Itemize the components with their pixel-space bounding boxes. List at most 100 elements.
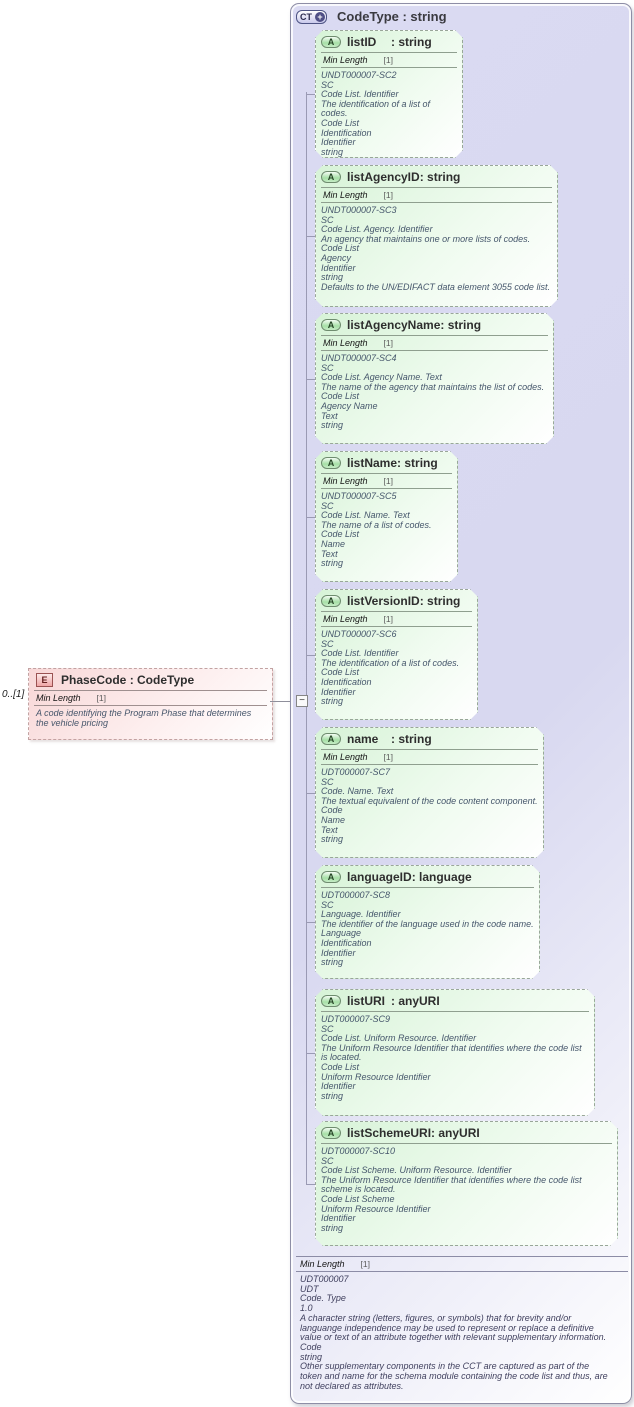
attribute-icon: A: [321, 171, 341, 183]
attribute-icon: A: [321, 871, 341, 883]
annotation-line: The Uniform Resource Identifier that ide…: [321, 1174, 582, 1195]
attribute-box-listName[interactable]: A listName : string Min Length [1] UNDT0…: [315, 451, 458, 582]
attribute-facet-row: Min Length [1]: [321, 612, 472, 627]
annotation-line: The name of a list of codes.: [321, 519, 432, 530]
attribute-connector-line: [306, 92, 307, 1185]
annotation-line: SC: [321, 638, 334, 649]
attribute-type: : string: [440, 318, 482, 332]
annotation-line: Agency: [321, 252, 352, 263]
annotation-line: Name: [321, 538, 346, 549]
attribute-box-listAgencyName[interactable]: A listAgencyName : string Min Length [1]…: [315, 313, 554, 444]
element-facet-row: Min Length [1]: [34, 691, 267, 706]
attribute-icon: A: [321, 457, 341, 469]
annotation-line: Language. Identifier: [321, 909, 401, 920]
annotation-line: Code List: [321, 243, 360, 254]
attribute-icon: A: [321, 1127, 341, 1139]
annotation-line: string: [321, 696, 344, 707]
attribute-box-listID[interactable]: A listID : string Min Length [1] UNDT000…: [315, 30, 463, 158]
attribute-box-listAgencyID[interactable]: A listAgencyID : string Min Length [1] U…: [315, 165, 558, 307]
attribute-type: : anyURI: [391, 994, 440, 1008]
annotation-line: A character string (letters, figures, or…: [300, 1312, 607, 1343]
annotation-line: Code. Name. Text: [321, 786, 394, 797]
annotation-line: SC: [321, 1155, 334, 1166]
facet-name: Min Length: [323, 55, 368, 65]
annotation-line: UNDT000007-SC2: [321, 70, 397, 80]
connector-stub: [306, 94, 315, 95]
connector-stub: [306, 793, 315, 794]
annotation-line: UDT000007-SC7: [321, 767, 391, 777]
annotation-line: Uniform Resource Identifier: [321, 1071, 431, 1082]
element-box-phasecode[interactable]: E PhaseCode : CodeType Min Length [1] A …: [28, 668, 273, 740]
plus-icon: +: [315, 11, 325, 22]
attribute-header: A listAgencyID : string: [316, 166, 557, 186]
annotation-line: Defaults to the UN/EDIFACT data element …: [321, 281, 550, 292]
type-header: CT+ CodeType : string: [291, 4, 631, 24]
annotation-line: Identifier: [321, 137, 356, 148]
attribute-header: A languageID : language: [316, 866, 539, 886]
element-description: A code identifying the Program Phase tha…: [36, 708, 252, 728]
annotation-line: string: [321, 957, 344, 968]
annotation-line: SC: [321, 362, 334, 373]
attribute-type: : string: [419, 170, 461, 184]
annotation-line: string: [321, 146, 344, 157]
element-title: PhaseCode : CodeType: [61, 673, 195, 687]
annotation-line: Code List: [321, 529, 360, 540]
connector-stub: [306, 655, 315, 656]
annotation-line: SC: [321, 1023, 334, 1034]
divider: [321, 1011, 589, 1012]
annotation-line: SC: [321, 776, 334, 787]
attribute-facet-row: Min Length [1]: [321, 474, 452, 489]
collapse-toggle[interactable]: −: [296, 695, 308, 707]
facet-value: [1]: [383, 338, 393, 348]
facet-value: [1]: [383, 190, 393, 200]
facet-value: [1]: [96, 693, 106, 703]
annotation-line: Identifier: [321, 947, 356, 958]
attribute-header: A listSchemeURI : anyURI: [316, 1122, 617, 1142]
annotation-line: Code List. Uniform Resource. Identifier: [321, 1033, 477, 1044]
facet-name: Min Length: [323, 338, 368, 348]
facet-name: Min Length: [300, 1259, 345, 1269]
attribute-box-listVersionID[interactable]: A listVersionID : string Min Length [1] …: [315, 589, 478, 720]
annotation-line: string: [321, 834, 344, 845]
annotation-line: string: [321, 272, 344, 283]
facet-value: [1]: [383, 476, 393, 486]
annotation-line: Uniform Resource Identifier: [321, 1203, 431, 1214]
attribute-type: : string: [397, 456, 438, 470]
annotation-line: UDT000007: [300, 1274, 349, 1284]
annotation-line: string: [321, 558, 344, 569]
annotation-line: Identifier: [321, 262, 356, 273]
facet-name: Min Length: [323, 614, 368, 624]
connector-line: [270, 701, 298, 702]
annotation-line: Code List. Agency. Identifier: [321, 224, 433, 235]
type-facet-row: Min Length [1]: [296, 1257, 628, 1271]
element-header: E PhaseCode : CodeType: [29, 669, 272, 689]
annotation-line: Text: [321, 824, 338, 835]
attribute-facet-row: Min Length [1]: [321, 53, 457, 68]
attribute-name: listURI: [347, 994, 386, 1008]
facet-value: [1]: [383, 752, 393, 762]
attribute-header: A listName : string: [316, 452, 457, 472]
attribute-box-name[interactable]: A name : string Min Length [1] UDT000007…: [315, 727, 544, 858]
annotation-line: SC: [321, 899, 334, 910]
annotation-line: string: [300, 1351, 323, 1362]
attribute-type: : string: [391, 35, 432, 49]
annotation-line: Code: [300, 1341, 322, 1352]
annotation-line: string: [321, 1090, 344, 1101]
divider: [321, 611, 472, 612]
divider: [321, 1143, 612, 1144]
divider: [321, 887, 534, 888]
annotation-line: Code: [321, 805, 343, 816]
attribute-name: listAgencyName: [347, 318, 441, 332]
annotation-line: Code List. Name. Text: [321, 510, 410, 521]
annotation-line: Code List Scheme. Uniform Resource. Iden…: [321, 1165, 512, 1176]
attribute-icon: A: [321, 995, 341, 1007]
